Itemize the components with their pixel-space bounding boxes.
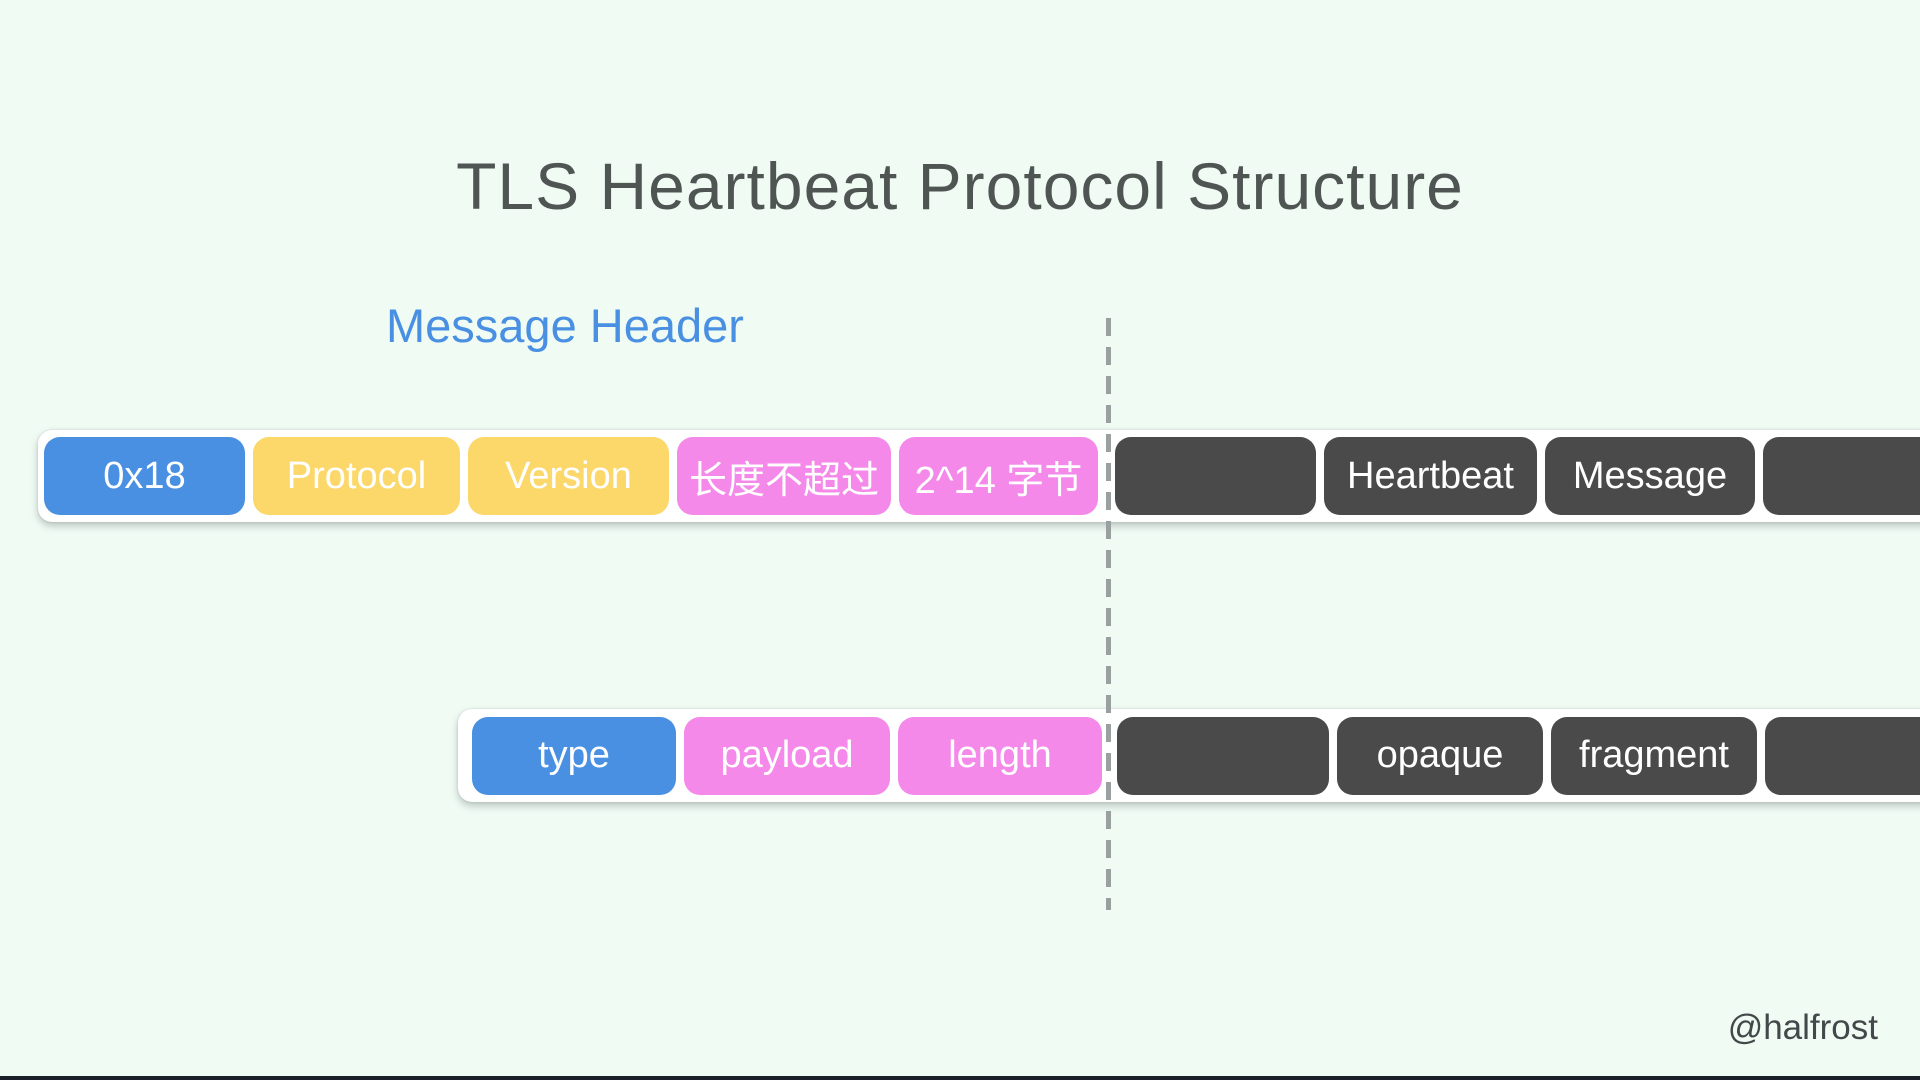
field-cell-blank-8	[1763, 437, 1920, 515]
field-cell-heartbeat: Heartbeat	[1324, 437, 1537, 515]
field-cell-message: Message	[1545, 437, 1755, 515]
field-cell-2-14-字节: 2^14 字节	[899, 437, 1098, 515]
field-cell-fragment: fragment	[1551, 716, 1757, 795]
field-cell-0x18: 0x18	[44, 437, 245, 515]
field-cell-blank-3	[1117, 716, 1329, 795]
field-cell-blank-5	[1115, 437, 1316, 515]
watermark: @halfrost	[1727, 1008, 1878, 1047]
field-cell-protocol: Protocol	[253, 437, 460, 515]
message-header-label: Message Header	[386, 299, 744, 352]
field-cell-payload: payload	[684, 716, 890, 795]
field-cell-length: length	[898, 716, 1102, 795]
field-cell-blank-6	[1765, 716, 1920, 795]
divider-dashed-line	[1106, 318, 1111, 910]
bottom-edge-bar	[0, 1076, 1920, 1080]
field-cell-opaque: opaque	[1337, 716, 1543, 795]
page-title: TLS Heartbeat Protocol Structure	[456, 149, 1464, 223]
field-cell-长度不超过: 长度不超过	[677, 437, 891, 515]
field-cell-type: type	[472, 716, 676, 795]
field-cell-version: Version	[468, 437, 669, 515]
